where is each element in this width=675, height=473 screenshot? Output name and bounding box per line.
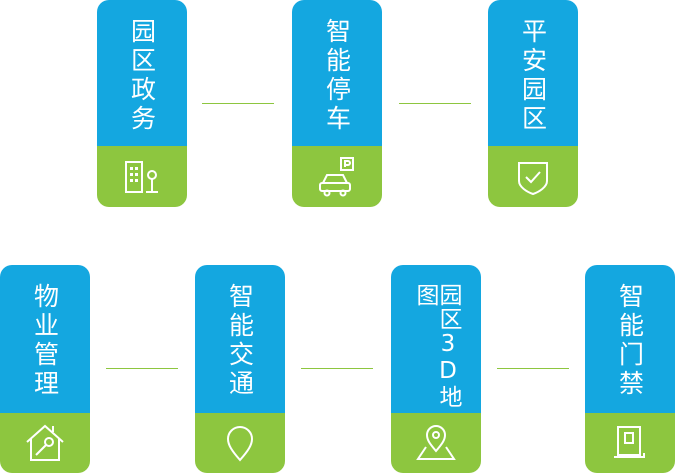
card-title-area: 平安园区 — [488, 0, 578, 146]
parking-car-icon — [315, 155, 359, 199]
shield-check-icon — [515, 157, 551, 197]
location-pin-icon — [224, 423, 256, 463]
card-title-area: 智能门禁 — [585, 265, 675, 413]
card-icon-area — [97, 146, 187, 207]
connector-line — [301, 368, 373, 369]
card-park-3d-map[interactable]: 园区3D地图 — [391, 265, 481, 473]
card-title-area: 智能交通 — [195, 265, 285, 413]
card-label: 智能停车 — [322, 18, 352, 134]
connector-line — [497, 368, 569, 369]
connector-line — [106, 368, 178, 369]
map-pin-icon — [414, 423, 458, 463]
card-label: 园区政务 — [127, 18, 157, 134]
card-title-area: 智能停车 — [292, 0, 382, 146]
card-title-area: 园区政务 — [97, 0, 187, 146]
connector-line — [202, 103, 274, 104]
card-icon-area — [195, 413, 285, 473]
card-label: 智能交通 — [225, 283, 255, 399]
card-title-area: 园区3D地图 — [391, 265, 481, 413]
card-icon-area — [488, 146, 578, 207]
card-smart-parking[interactable]: 智能停车 — [292, 0, 382, 207]
card-icon-area — [391, 413, 481, 473]
card-icon-area — [292, 146, 382, 207]
card-label: 平安园区 — [518, 18, 548, 134]
building-icon — [122, 157, 162, 197]
card-label: 物业管理 — [30, 283, 60, 399]
card-smart-access-control[interactable]: 智能门禁 — [585, 265, 675, 473]
card-park-government[interactable]: 园区政务 — [97, 0, 187, 207]
card-label: 园区3D地图 — [412, 283, 461, 409]
door-card-icon — [610, 423, 650, 463]
card-smart-traffic[interactable]: 智能交通 — [195, 265, 285, 473]
card-label: 智能门禁 — [615, 283, 645, 399]
card-title-area: 物业管理 — [0, 265, 90, 413]
card-icon-area — [585, 413, 675, 473]
card-safe-park[interactable]: 平安园区 — [488, 0, 578, 207]
connector-line — [399, 103, 471, 104]
house-wrench-icon — [23, 422, 67, 464]
card-icon-area — [0, 413, 90, 473]
card-property-management[interactable]: 物业管理 — [0, 265, 90, 473]
